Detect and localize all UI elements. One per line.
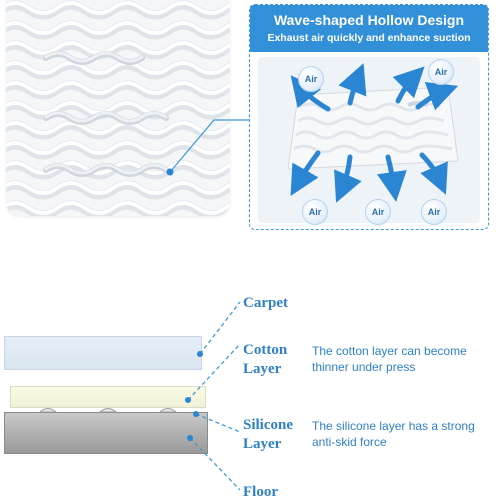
wave-design-panel: Wave-shaped Hollow Design Exhaust air qu… bbox=[249, 4, 489, 230]
label-cotton-1: Cotton bbox=[243, 342, 288, 358]
panel-subtitle: Exhaust air quickly and enhance suction bbox=[267, 32, 471, 44]
marker-dot-icon bbox=[185, 397, 191, 403]
arrow-icon bbox=[415, 82, 459, 111]
arrow-icon bbox=[419, 152, 448, 195]
cotton-description-2: thinner under press bbox=[312, 360, 416, 374]
air-bubble-icon: Air bbox=[298, 66, 324, 92]
air-bubble-icon: Air bbox=[302, 199, 328, 225]
label-carpet: Carpet bbox=[243, 295, 288, 311]
label-cotton-2: Layer bbox=[243, 361, 282, 377]
silicone-description-1: The silicone layer has a strong bbox=[312, 419, 475, 433]
arrow-icon bbox=[392, 66, 425, 104]
airflow-illustration: Air Air Air Air Air bbox=[258, 57, 480, 225]
layer-diagram: Carpet Cotton Layer The cotton layer can… bbox=[0, 262, 496, 500]
arrow-icon bbox=[338, 63, 367, 106]
panel-title: Wave-shaped Hollow Design bbox=[273, 12, 465, 28]
arrow-icon bbox=[334, 154, 362, 203]
marker-dot-icon bbox=[197, 351, 203, 357]
marker-dot-icon bbox=[187, 435, 193, 441]
air-bubble-icon: Air bbox=[365, 199, 391, 225]
arrow-icon bbox=[377, 154, 407, 202]
air-bubble-icon: Air bbox=[428, 59, 454, 85]
panel-header: Wave-shaped Hollow Design Exhaust air qu… bbox=[250, 5, 488, 52]
arrow-icon bbox=[290, 150, 321, 197]
wave-pattern-icon bbox=[6, 0, 230, 216]
silicone-description-2: anti-skid force bbox=[312, 435, 387, 449]
wavy-pad-image bbox=[6, 0, 230, 216]
marker-dot-icon bbox=[193, 411, 199, 417]
label-floor: Floor bbox=[243, 484, 278, 500]
air-bubble-icon: Air bbox=[421, 199, 447, 225]
label-silicone-1: Silicone bbox=[243, 417, 294, 433]
cotton-description-1: The cotton layer can become bbox=[312, 344, 467, 358]
label-silicone-2: Layer bbox=[243, 436, 282, 452]
mat-top-layer-shape bbox=[10, 386, 206, 408]
layer-connectors bbox=[38, 301, 241, 491]
